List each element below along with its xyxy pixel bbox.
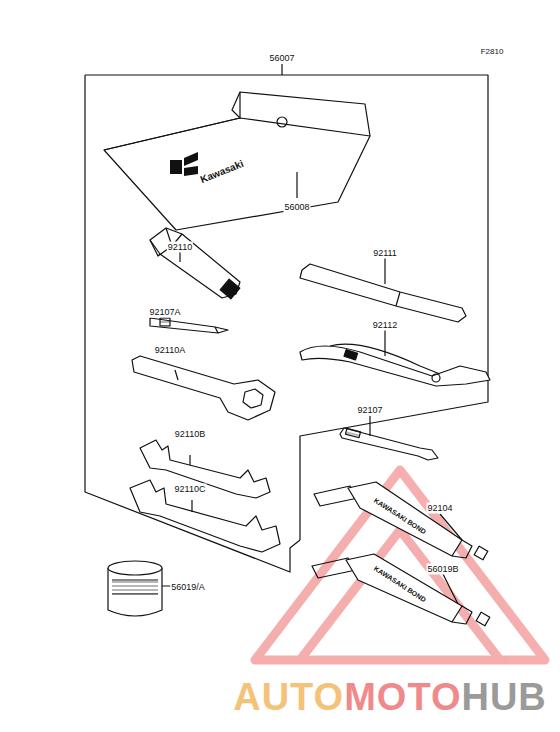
screwdriver-handle (300, 258, 466, 322)
callout-number: 92104 (426, 503, 453, 514)
callout-number: 92110A (154, 345, 186, 356)
callout-number: 92110B (174, 429, 206, 440)
box-wrench (132, 356, 275, 420)
callout-number: F2810 (480, 47, 505, 57)
pliers (300, 330, 490, 386)
callout-number: 56019/A (170, 582, 206, 593)
grease-can (108, 561, 172, 616)
watermark-text: HUB (461, 678, 546, 716)
screwdriver (340, 416, 438, 460)
watermark-logo (255, 470, 545, 660)
callout-number: 92110C (174, 484, 207, 495)
socket-wrench (150, 228, 240, 299)
callout-number: 92112 (372, 320, 398, 331)
callout-number: 56008 (283, 202, 310, 213)
callout-number: 92107 (356, 405, 383, 416)
callout-number: 56019B (426, 564, 459, 575)
watermark-text: MOTO (344, 678, 461, 716)
open-end-wrench (130, 480, 280, 552)
callout-number: 56007 (268, 53, 295, 64)
callout-number: 92111 (372, 248, 398, 259)
tool-pouch (104, 92, 370, 230)
watermark-text: AUTO (233, 678, 344, 716)
screwdriver-bit (150, 318, 228, 333)
open-end-wrench (140, 440, 270, 498)
bond-tube (314, 482, 488, 560)
callout-number: 92110 (167, 242, 193, 253)
callout-number: 92107A (148, 307, 181, 318)
kit-outline (85, 75, 488, 540)
bond-tube (312, 554, 490, 626)
